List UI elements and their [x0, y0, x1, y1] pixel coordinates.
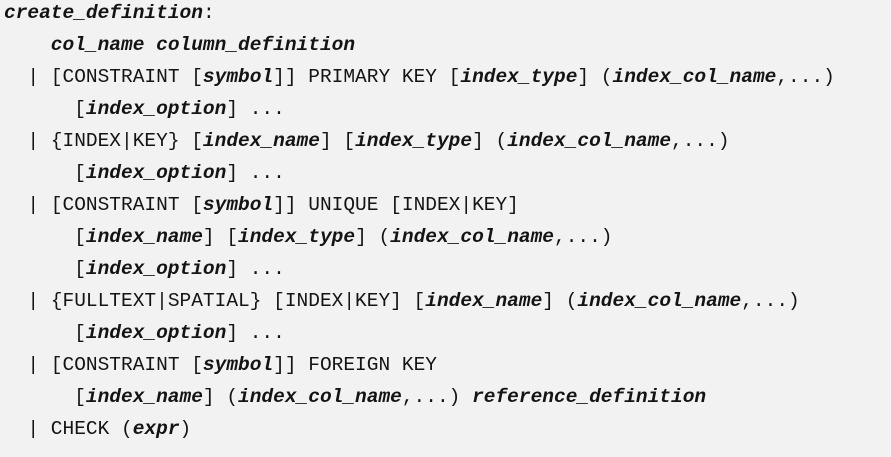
syntax-placeholder-term: index_col_name — [238, 386, 402, 408]
syntax-placeholder-term: index_col_name — [507, 130, 672, 152]
syntax-line: [index_name] [index_type] (index_col_nam… — [74, 221, 612, 253]
syntax-line: | [CONSTRAINT [symbol]] UNIQUE [INDEX|KE… — [27, 189, 519, 221]
syntax-line: [index_option] ... — [74, 317, 285, 349]
syntax-literal-text: ]] PRIMARY KEY [ — [273, 66, 461, 88]
syntax-placeholder-term: index_name — [202, 130, 320, 152]
syntax-literal-text: ] [ — [319, 130, 356, 152]
syntax-placeholder-term: index_type — [238, 226, 356, 248]
syntax-line: | [CONSTRAINT [symbol]] FOREIGN KEY — [27, 349, 437, 381]
syntax-placeholder-term: index_col_name — [577, 290, 742, 312]
syntax-literal-text: | [CONSTRAINT [ — [27, 194, 203, 216]
syntax-placeholder-term: index_option — [85, 258, 227, 280]
syntax-literal-text: [ — [74, 162, 86, 184]
syntax-literal-text: ]] UNIQUE [INDEX|KEY] — [273, 194, 519, 216]
syntax-literal-text: ] [ — [202, 226, 239, 248]
syntax-placeholder-term: create_definition — [4, 2, 203, 24]
syntax-line: | [CONSTRAINT [symbol]] PRIMARY KEY [ind… — [27, 61, 834, 93]
syntax-line: [index_option] ... — [74, 93, 285, 125]
syntax-literal-text: | {INDEX|KEY} [ — [27, 130, 203, 152]
syntax-placeholder-term: index_col_name — [390, 226, 554, 248]
syntax-literal-text: ) — [179, 418, 192, 440]
syntax-literal-text: [ — [74, 258, 86, 280]
syntax-placeholder-term: index_col_name — [612, 66, 777, 88]
syntax-literal-text: : — [202, 2, 215, 24]
syntax-literal-text: [ — [74, 386, 86, 408]
syntax-literal-text: ,...) — [776, 66, 835, 88]
syntax-literal-text: ]] FOREIGN KEY — [273, 354, 437, 376]
syntax-line: | CHECK (expr) — [27, 413, 191, 445]
syntax-literal-text: ] ( — [472, 130, 508, 152]
syntax-line: [index_option] ... — [74, 253, 285, 285]
syntax-literal-text: | CHECK ( — [27, 418, 133, 440]
syntax-placeholder-term: reference_definition — [472, 386, 707, 408]
syntax-literal-text: | [CONSTRAINT [ — [27, 354, 203, 376]
syntax-literal-text: ,...) — [401, 386, 473, 408]
syntax-line: [index_option] ... — [74, 157, 285, 189]
syntax-line: | {FULLTEXT|SPATIAL} [INDEX|KEY] [index_… — [27, 285, 799, 317]
syntax-placeholder-term: symbol — [202, 194, 274, 216]
syntax-literal-text: ] ... — [226, 258, 285, 280]
syntax-placeholder-term: col_name column_definition — [50, 34, 356, 56]
syntax-literal-text: | [CONSTRAINT [ — [27, 66, 203, 88]
syntax-literal-text: [ — [74, 98, 86, 120]
syntax-placeholder-term: index_name — [85, 226, 203, 248]
syntax-line: create_definition: — [4, 0, 215, 29]
syntax-placeholder-term: expr — [132, 418, 180, 440]
syntax-literal-text: ] ... — [226, 162, 285, 184]
syntax-placeholder-term: index_option — [85, 322, 227, 344]
syntax-literal-text: ] ( — [577, 66, 613, 88]
syntax-placeholder-term: symbol — [202, 66, 274, 88]
syntax-literal-text: ,...) — [741, 290, 800, 312]
syntax-literal-text: ] ( — [355, 226, 391, 248]
syntax-literal-text: ] ... — [226, 98, 285, 120]
syntax-placeholder-term: index_option — [85, 162, 227, 184]
syntax-literal-text: | {FULLTEXT|SPATIAL} [INDEX|KEY] [ — [27, 290, 426, 312]
syntax-literal-text: ,...) — [554, 226, 613, 248]
syntax-placeholder-term: symbol — [202, 354, 274, 376]
syntax-literal-text: ,...) — [671, 130, 730, 152]
syntax-literal-text: ] ... — [226, 322, 285, 344]
syntax-placeholder-term: index_name — [85, 386, 203, 408]
syntax-line: [index_name] (index_col_name,...) refere… — [74, 381, 706, 413]
syntax-literal-text: [ — [74, 226, 86, 248]
syntax-line: | {INDEX|KEY} [index_name] [index_type] … — [27, 125, 729, 157]
syntax-literal-text: ] ( — [202, 386, 239, 408]
syntax-placeholder-term: index_name — [425, 290, 543, 312]
syntax-placeholder-term: index_type — [460, 66, 578, 88]
syntax-line: col_name column_definition — [51, 29, 355, 61]
syntax-placeholder-term: index_type — [355, 130, 473, 152]
syntax-literal-text: ] ( — [542, 290, 578, 312]
syntax-literal-text: [ — [74, 322, 86, 344]
syntax-placeholder-term: index_option — [85, 98, 227, 120]
